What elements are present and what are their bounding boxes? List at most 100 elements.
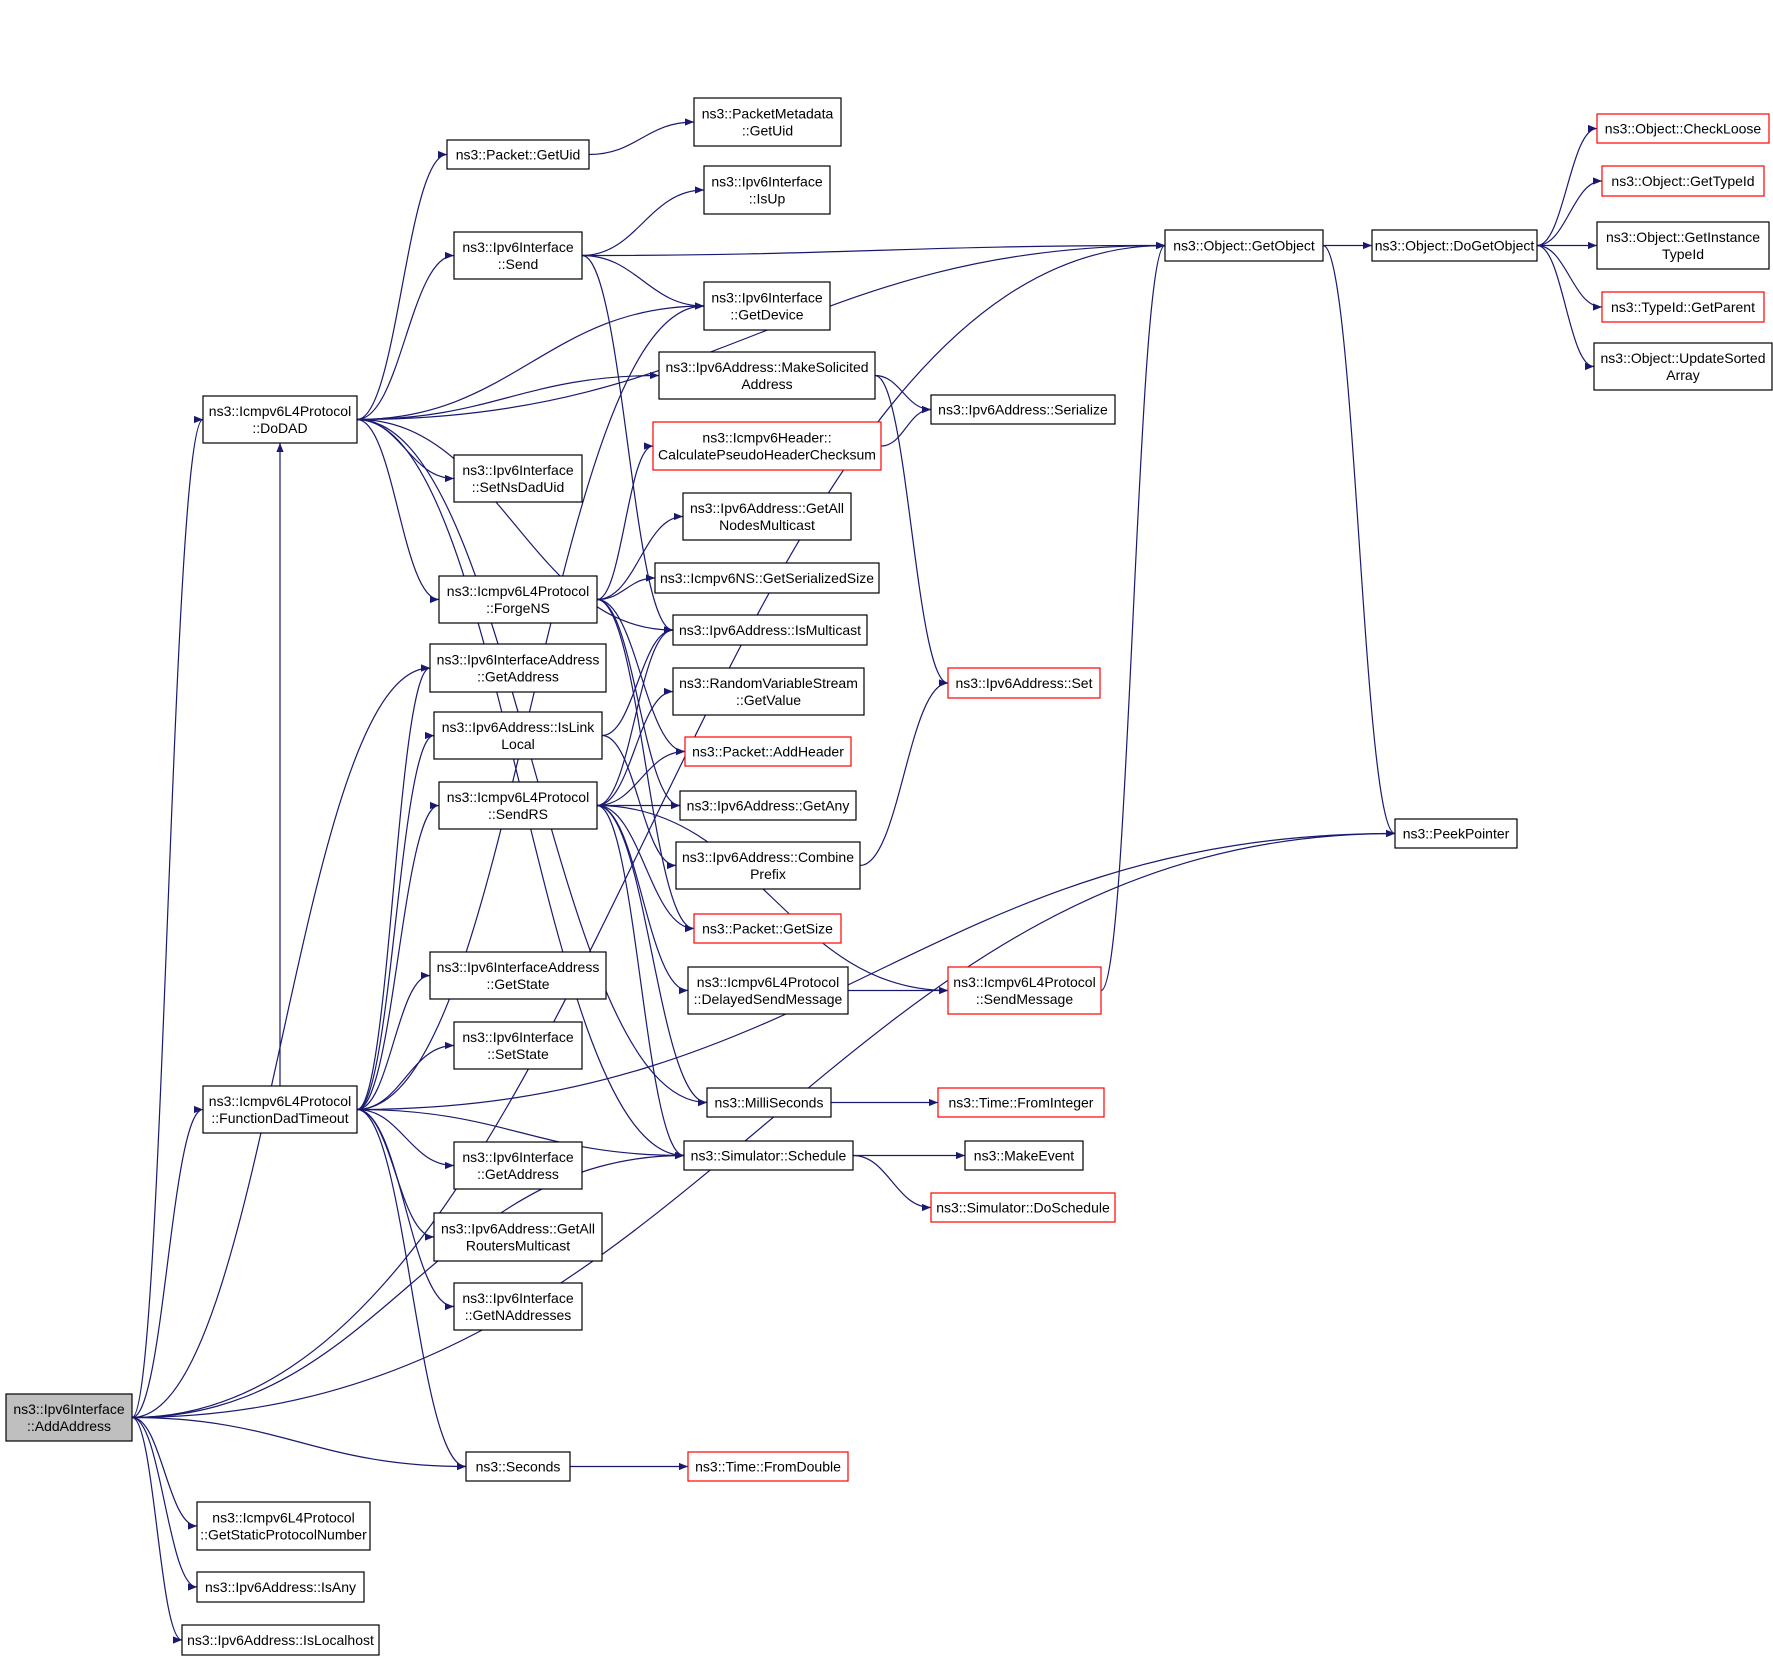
edge-forge_ns-to-ns_size xyxy=(596,574,656,601)
node-typeid-parent[interactable]: ns3::TypeId::GetParent xyxy=(1601,291,1765,323)
edge-func_dad-to-if_getaddress xyxy=(356,1108,455,1170)
node-box xyxy=(446,139,590,170)
node-from-integer[interactable]: ns3::Time::FromInteger xyxy=(937,1087,1105,1118)
node-add-header[interactable]: ns3::Packet::AddHeader xyxy=(684,736,852,767)
node-pkt-getuid[interactable]: ns3::Packet::GetUid xyxy=(446,139,590,170)
node-peek-pointer[interactable]: ns3::PeekPointer xyxy=(1394,818,1518,849)
node-sim-schedule[interactable]: ns3::Simulator::Schedule xyxy=(683,1140,854,1171)
node-box xyxy=(693,97,842,147)
node-box xyxy=(679,790,857,821)
edge-calc_checksum-to-serialize xyxy=(880,405,932,447)
node-is-multicast[interactable]: ns3::Ipv6Address::IsMulticast xyxy=(672,614,868,646)
node-seconds[interactable]: ns3::Seconds xyxy=(465,1451,571,1482)
node-box xyxy=(438,575,598,624)
node-from-double[interactable]: ns3::Time::FromDouble xyxy=(687,1451,849,1482)
node-get-object[interactable]: ns3::Object::GetObject xyxy=(1164,229,1324,262)
edge-combine_prefix-to-addr_set xyxy=(859,679,949,867)
node-label-line: ns3::Ipv6Interface xyxy=(462,462,574,478)
edge-send_rs-to-sim_schedule xyxy=(596,804,685,1160)
node-box xyxy=(687,966,849,1015)
node-if-getdevice[interactable]: ns3::Ipv6Interface::GetDevice xyxy=(703,281,831,331)
node-label-line: ns3::Simulator::DoSchedule xyxy=(936,1200,1110,1216)
node-box xyxy=(930,394,1116,425)
node-if-send[interactable]: ns3::Ipv6Interface::Send xyxy=(453,231,583,280)
node-box xyxy=(433,1212,603,1262)
node-label-line: ns3::Ipv6Address::Serialize xyxy=(938,402,1108,418)
node-pkt-metadata[interactable]: ns3::PacketMetadata::GetUid xyxy=(693,97,842,147)
node-label-line: ns3::Ipv6InterfaceAddress xyxy=(437,959,600,975)
node-label-line: ns3::Ipv6Address::Set xyxy=(956,675,1093,691)
edge-do_getobject-to-typeid_parent xyxy=(1536,244,1603,311)
node-if-isup[interactable]: ns3::Ipv6Interface::IsUp xyxy=(703,165,831,215)
node-do-getobject[interactable]: ns3::Object::DoGetObject xyxy=(1371,229,1538,262)
node-box xyxy=(683,1140,854,1171)
node-label-line: ::IsUp xyxy=(749,191,786,207)
node-dodad[interactable]: ns3::Icmpv6L4Protocol::DoDAD xyxy=(202,395,358,444)
edge-is_link_local-to-is_multicast xyxy=(601,626,674,737)
node-get-static[interactable]: ns3::Icmpv6L4Protocol::GetStaticProtocol… xyxy=(196,1501,371,1551)
node-box xyxy=(672,614,868,646)
node-box xyxy=(658,351,876,400)
node-label-line: ns3::Ipv6Address::GetAny xyxy=(687,798,850,814)
node-func-dad[interactable]: ns3::Icmpv6L4Protocol::FunctionDadTimeou… xyxy=(202,1085,358,1134)
node-send-rs[interactable]: ns3::Icmpv6L4Protocol::SendRS xyxy=(438,781,598,830)
node-box xyxy=(429,643,607,693)
node-box xyxy=(196,1501,371,1551)
node-label-line: ns3::Packet::GetUid xyxy=(456,147,581,163)
edge-send_rs-to-millis xyxy=(596,804,708,1107)
node-delayed-send[interactable]: ns3::Icmpv6L4Protocol::DelayedSendMessag… xyxy=(687,966,849,1015)
node-get-typeid[interactable]: ns3::Object::GetTypeId xyxy=(1601,165,1765,197)
node-box xyxy=(465,1451,571,1482)
node-box xyxy=(706,1087,832,1118)
edge-add_address-to-sim_schedule xyxy=(131,1151,685,1419)
node-ifaddr-getaddress[interactable]: ns3::Ipv6InterfaceAddress::GetAddress xyxy=(429,643,607,693)
edge-if_send-to-get_object xyxy=(581,241,1166,257)
node-get-any[interactable]: ns3::Ipv6Address::GetAny xyxy=(679,790,857,821)
node-label-line: ::SetState xyxy=(487,1046,549,1062)
node-send-message[interactable]: ns3::Icmpv6L4Protocol::SendMessage xyxy=(947,966,1102,1015)
node-label-line: ns3::MakeEvent xyxy=(974,1148,1074,1164)
node-if-setstate[interactable]: ns3::Ipv6Interface::SetState xyxy=(453,1021,583,1070)
edge-if_send-to-if_isup xyxy=(581,186,705,257)
node-calc-checksum[interactable]: ns3::Icmpv6Header::CalculatePseudoHeader… xyxy=(652,421,882,471)
node-pkt-getsize[interactable]: ns3::Packet::GetSize xyxy=(693,913,842,944)
node-label-line: ns3::Object::GetInstance xyxy=(1606,229,1760,245)
edge-add_address-to-dodad xyxy=(131,416,204,1419)
edge-do_getobject-to-get_typeid xyxy=(1536,177,1603,247)
node-rand-getvalue[interactable]: ns3::RandomVariableStream::GetValue xyxy=(672,667,865,716)
node-box xyxy=(453,1021,583,1070)
node-millis[interactable]: ns3::MilliSeconds xyxy=(706,1087,832,1118)
node-is-any[interactable]: ns3::Ipv6Address::IsAny xyxy=(196,1571,365,1603)
node-forge-ns[interactable]: ns3::Icmpv6L4Protocol::ForgeNS xyxy=(438,575,598,624)
node-addr-set[interactable]: ns3::Ipv6Address::Set xyxy=(947,667,1101,699)
node-ns-size[interactable]: ns3::Icmpv6NS::GetSerializedSize xyxy=(654,562,880,594)
edge-func_dad-to-seconds xyxy=(356,1108,467,1471)
edge-dodad-to-if_getdevice xyxy=(356,302,705,421)
node-ifaddr-getstate[interactable]: ns3::Ipv6InterfaceAddress::GetState xyxy=(429,951,607,1000)
node-check-loose[interactable]: ns3::Object::CheckLoose xyxy=(1596,113,1770,144)
node-add-address[interactable]: ns3::Ipv6Interface::AddAddress xyxy=(5,1393,133,1442)
node-label-line: ns3::Icmpv6L4Protocol xyxy=(953,974,1095,990)
node-label-line: ::SendMessage xyxy=(976,991,1073,1007)
edge-dodad-to-millis xyxy=(356,418,708,1107)
node-label-line: ns3::Ipv6Address::IsMulticast xyxy=(679,622,861,638)
node-box xyxy=(684,736,852,767)
node-is-localhost[interactable]: ns3::Ipv6Address::IsLocalhost xyxy=(181,1624,380,1656)
node-label-line: ::DelayedSendMessage xyxy=(694,991,843,1007)
node-if-getaddress[interactable]: ns3::Ipv6Interface::GetAddress xyxy=(453,1141,583,1190)
node-do-schedule[interactable]: ns3::Simulator::DoSchedule xyxy=(930,1192,1116,1223)
edge-make_solicited-to-addr_set xyxy=(874,374,949,687)
node-if-getnaddr[interactable]: ns3::Ipv6Interface::GetNAddresses xyxy=(453,1282,583,1331)
edge-add_address-to-ifaddr_getaddress xyxy=(131,664,431,1419)
node-set-nsdaduid[interactable]: ns3::Ipv6Interface::SetNsDadUid xyxy=(453,454,583,503)
node-serialize[interactable]: ns3::Ipv6Address::Serialize xyxy=(930,394,1116,425)
node-make-event[interactable]: ns3::MakeEvent xyxy=(964,1140,1084,1171)
edge-do_getobject-to-update_sorted xyxy=(1536,244,1595,371)
